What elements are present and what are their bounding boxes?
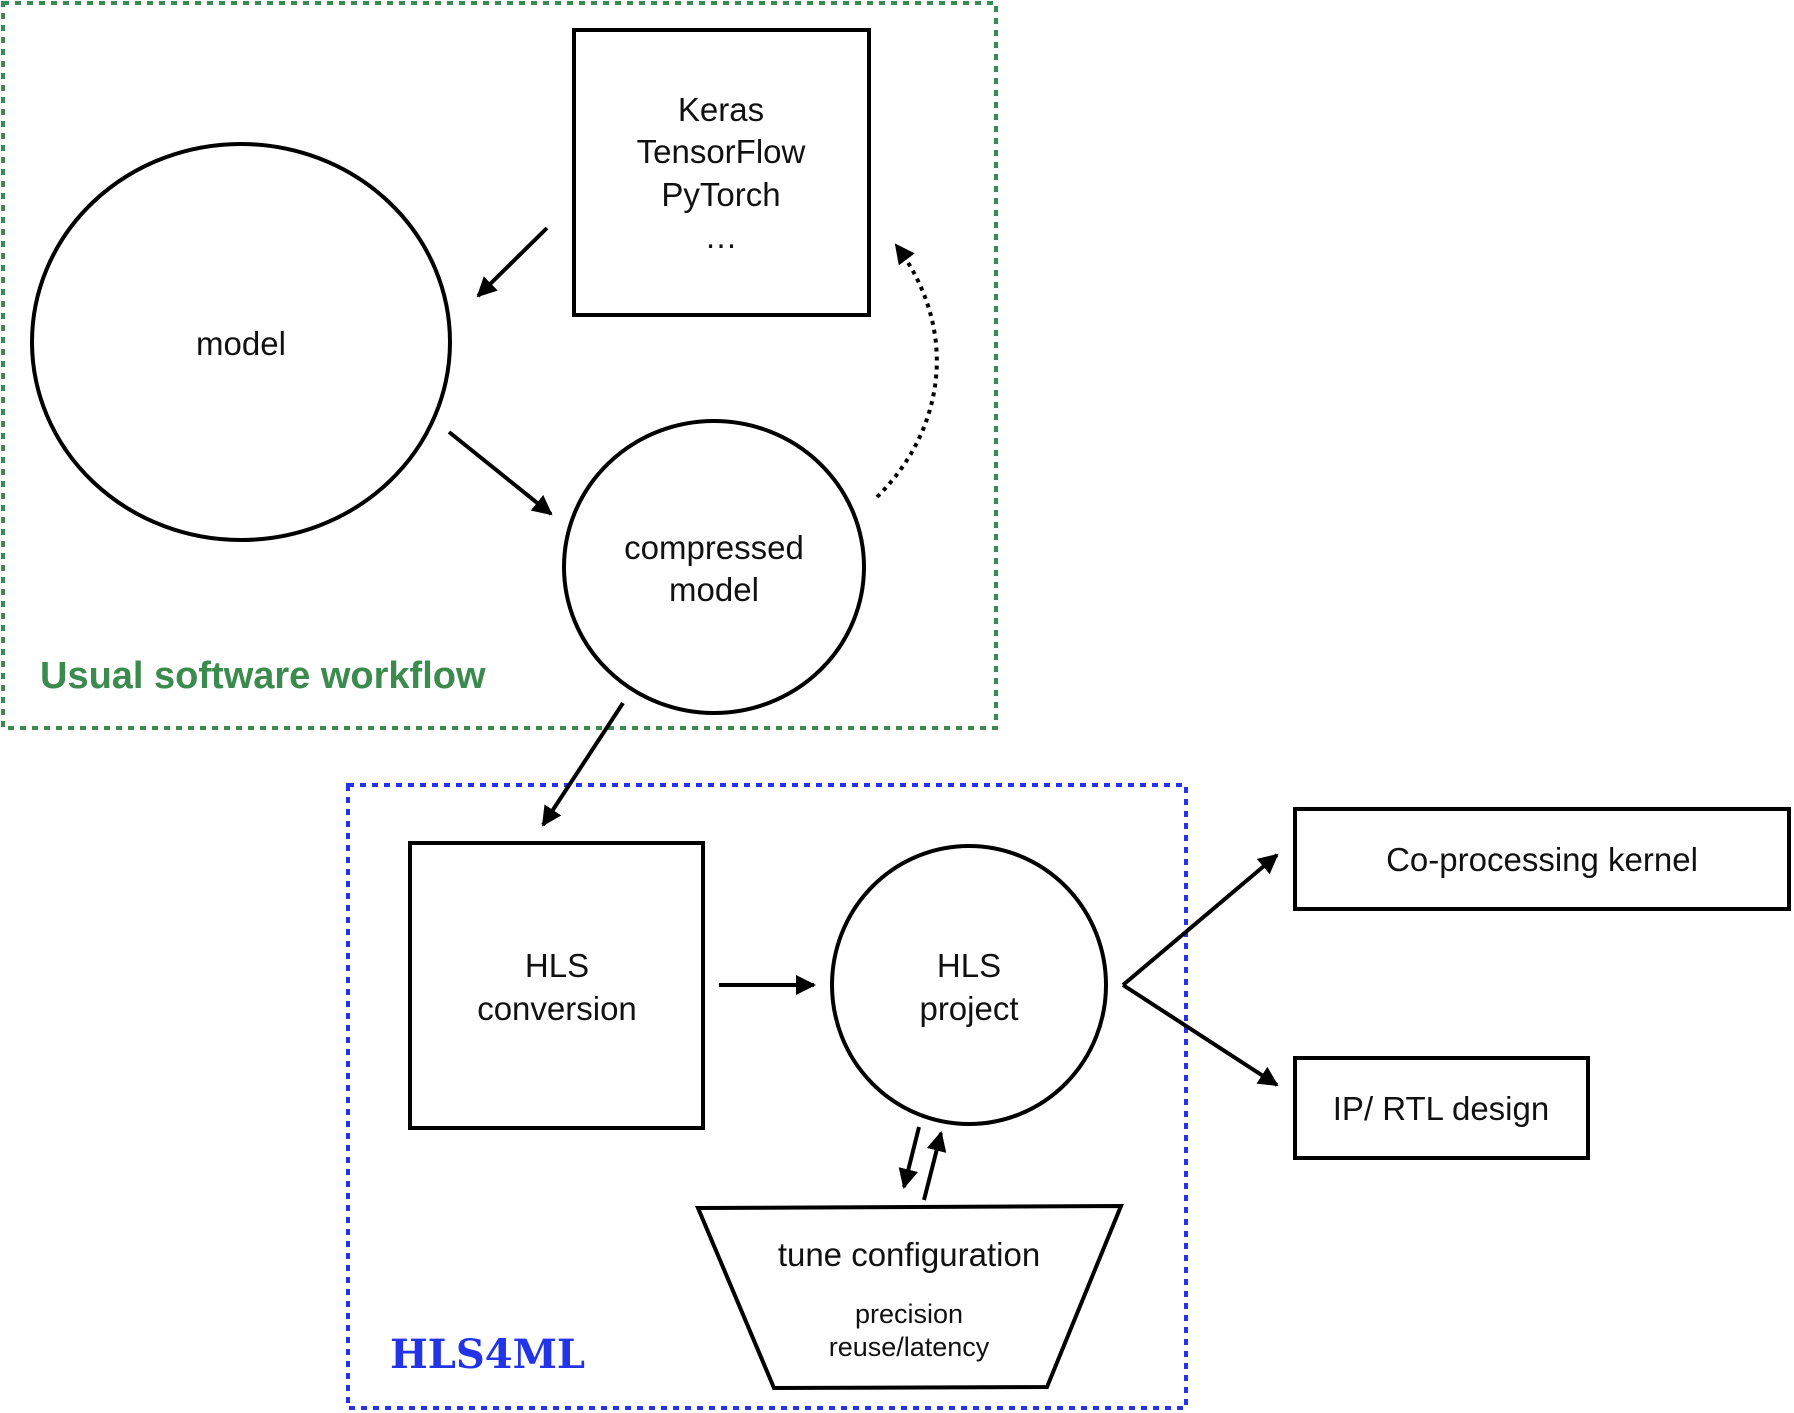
ip-rtl-design-label: IP/ RTL design [1333,1090,1549,1127]
compressed-to-frameworks-dotted-arrow [875,243,939,499]
model-label: model [196,325,286,362]
software-workflow-region [1,1,998,730]
compressed-model-line: compressed [624,529,804,566]
frameworks-line: TensorFlow [637,133,806,170]
tune-configuration-node: tune configuration precision reuse/laten… [694,1203,1124,1391]
tune-configuration-line: precision [855,1299,963,1329]
tune-to-project-arrow [922,1131,947,1201]
hls-project-node: HLS project [830,844,1108,1126]
frameworks-line: … [705,218,738,255]
hls-project-line: project [919,990,1018,1027]
model-node: model [30,142,452,542]
compressed-to-hls-conversion-arrow [541,701,625,827]
hls-conversion-line: HLS [525,947,589,984]
frameworks-to-model-arrow [476,226,549,298]
hls-conversion-box: HLS conversion [408,841,705,1130]
tune-configuration-line: reuse/latency [829,1332,990,1362]
model-to-compressed-arrow [447,430,553,516]
hls-conversion-line: conversion [477,990,637,1027]
frameworks-line: Keras [678,91,764,128]
ip-rtl-design-box: IP/ RTL design [1293,1056,1590,1160]
project-to-ip-rtl-arrow [1121,983,1279,1087]
coprocessing-kernel-label: Co-processing kernel [1386,841,1698,878]
compressed-model-line: model [669,571,759,608]
tune-configuration-title: tune configuration [778,1236,1040,1273]
frameworks-box: Keras TensorFlow PyTorch … [572,28,871,317]
compressed-model-node: compressed model [562,419,866,715]
hls4ml-label: HLS4ML [390,1331,585,1378]
frameworks-line: PyTorch [661,176,780,213]
project-to-coprocessing-arrow [1121,853,1279,987]
project-to-tune-arrow [898,1126,921,1189]
hls-project-line: HLS [937,947,1001,984]
coprocessing-kernel-box: Co-processing kernel [1293,807,1791,911]
software-workflow-label: Usual software workflow [40,655,486,697]
